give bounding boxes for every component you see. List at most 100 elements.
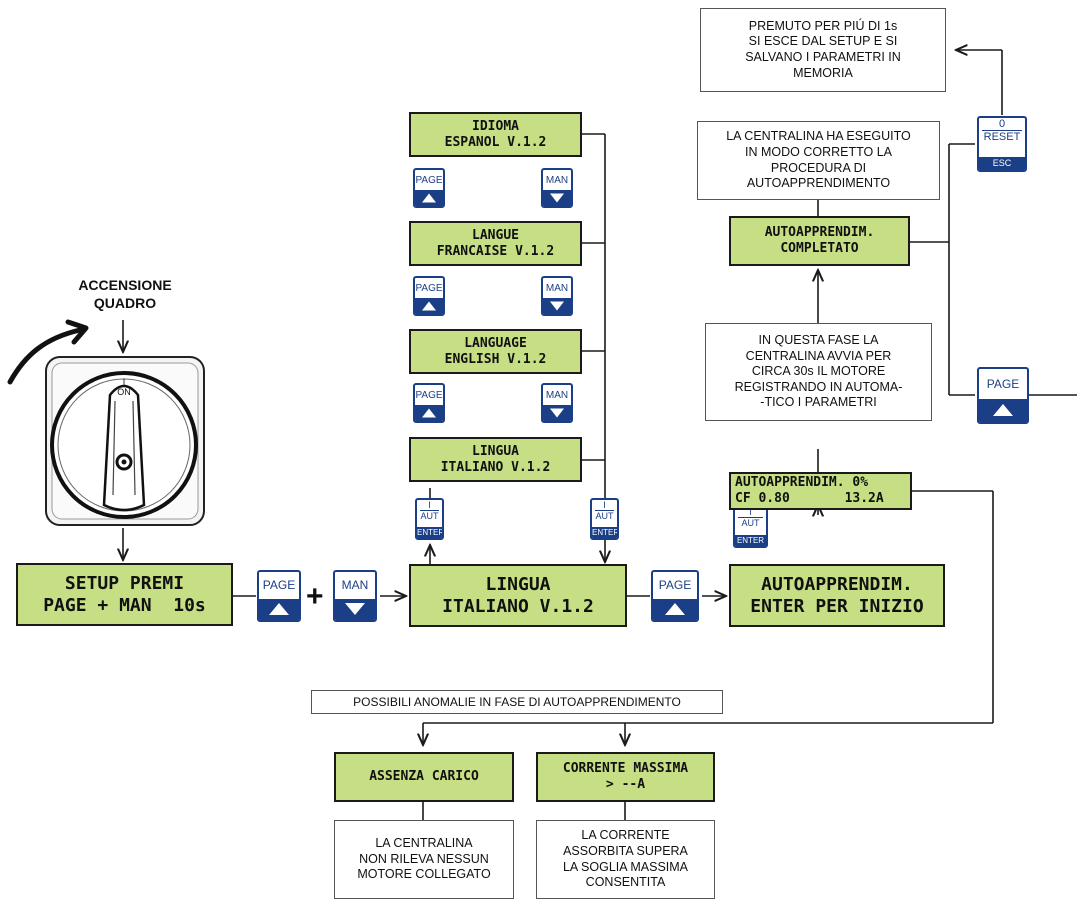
lcd-line: PAGE + MAN 10s (43, 594, 206, 616)
note-reset: PREMUTO PER PIÚ DI 1s SI ESCE DAL SETUP … (700, 8, 946, 92)
switch-label: ACCENSIONE QUADRO (60, 277, 190, 312)
lcd-line: ENGLISH V.1.2 (444, 351, 547, 367)
man-key-label: MAN (545, 282, 569, 294)
note-line: LA CORRENTE (581, 828, 670, 843)
lcd-line: ESPANOL V.1.2 (444, 134, 547, 150)
up-arrow-icon (415, 190, 443, 206)
man-key-label: MAN (545, 174, 569, 186)
enter-button-right[interactable]: I AUT ENTER (590, 498, 619, 540)
lcd-line: LANGUAGE (464, 335, 527, 351)
lcd-line: ENTER PER INIZIO (750, 595, 924, 617)
reset-key-mid: RESET (982, 130, 1022, 143)
note-line: PROCEDURA DI (770, 160, 867, 175)
page-key-label: PAGE (658, 578, 692, 593)
lcd-line: CORRENTE MASSIMA (562, 761, 689, 777)
page-button-2[interactable]: PAGE (651, 570, 699, 622)
page-button[interactable]: PAGE (257, 570, 301, 622)
note-line: NON RILEVA NESSUN (359, 851, 489, 866)
enter-button-autoapp[interactable]: I AUT ENTER (733, 505, 768, 548)
down-arrow-icon (543, 405, 571, 421)
reset-key-top: 0 (998, 118, 1006, 130)
note-line: REGISTRANDO IN AUTOMA- (734, 379, 903, 394)
reset-key-bottom: ESC (979, 157, 1025, 170)
lcd-line: SETUP PREMI (64, 572, 185, 594)
note-line: AUTOAPPRENDIMENTO (746, 176, 891, 191)
up-arrow-icon (415, 405, 443, 421)
note-done: LA CENTRALINA HA ESEGUITO IN MODO CORRET… (697, 121, 940, 200)
note-phase: IN QUESTA FASE LA CENTRALINA AVVIA PER C… (705, 323, 932, 421)
note-line: LA SOGLIA MASSIMA (562, 859, 689, 874)
lcd-line: AUTOAPPRENDIM. (761, 573, 913, 595)
note-overcurrent: LA CORRENTE ASSORBITA SUPERA LA SOGLIA M… (536, 820, 715, 899)
note-line: -TICO I PARAMETRI (760, 395, 877, 410)
lcd-langue: LANGUE FRANCAISE V.1.2 (409, 221, 582, 266)
page-button-es[interactable]: PAGE (413, 168, 445, 208)
lcd-setup: SETUP PREMI PAGE + MAN 10s (16, 563, 233, 626)
up-arrow-icon (979, 398, 1027, 422)
note-line: CENTRALINA AVVIA PER (745, 348, 892, 363)
enter-key-mid: AUT (738, 517, 763, 528)
lcd-lingua-small: LINGUA ITALIANO V.1.2 (409, 437, 582, 482)
enter-key-mid: AUT (420, 510, 439, 521)
man-key-label: MAN (545, 389, 569, 401)
note-line: LA CENTRALINA (375, 836, 473, 851)
lcd-line: LINGUA (485, 573, 551, 595)
switch-label-line1: ACCENSIONE (78, 277, 172, 293)
switch-dial-on: ON (117, 387, 131, 397)
lcd-line: LINGUA (472, 443, 519, 459)
man-button-en[interactable]: MAN (541, 383, 573, 423)
lcd-line: LANGUE (472, 227, 519, 243)
page-key-label: PAGE (415, 174, 443, 186)
page-button-en[interactable]: PAGE (413, 383, 445, 423)
note-line: CONSENTITA (585, 875, 666, 890)
lcd-autoapp-start: AUTOAPPRENDIM. ENTER PER INIZIO (729, 564, 945, 627)
lcd-autoapp-done: AUTOAPPRENDIM. COMPLETATO (729, 216, 910, 266)
lcd-assenza: ASSENZA CARICO (334, 752, 514, 802)
lcd-line: ITALIANO V.1.2 (440, 459, 551, 475)
lcd-line: CF 0.80 13.2A (735, 491, 884, 506)
enter-key-mid: AUT (595, 510, 614, 521)
down-arrow-icon (543, 298, 571, 314)
note-line: SALVANO I PARAMETRI IN (745, 50, 901, 64)
note-line: MOTORE COLLEGATO (357, 867, 491, 882)
reset-button[interactable]: 0 RESET ESC (977, 116, 1027, 172)
up-arrow-icon (259, 598, 299, 620)
enter-key-bottom: ENTER (592, 527, 619, 538)
man-button[interactable]: MAN (333, 570, 377, 622)
lcd-line: > --A (605, 777, 646, 792)
enter-key-top: I (428, 500, 431, 510)
lcd-autoapp-progress: AUTOAPPRENDIM. 0% CF 0.80 13.2A (729, 472, 912, 510)
rotate-arrow (7, 327, 83, 385)
lcd-line: FRANCAISE V.1.2 (436, 243, 555, 259)
main-switch[interactable] (44, 355, 206, 527)
down-arrow-icon (335, 598, 375, 620)
lcd-corrente: CORRENTE MASSIMA > --A (536, 752, 715, 802)
man-button-es[interactable]: MAN (541, 168, 573, 208)
plus-sign: + (306, 580, 324, 613)
up-arrow-icon (653, 598, 697, 620)
enter-key-bottom: ENTER (735, 535, 766, 546)
note-line: MEMORIA (793, 65, 853, 80)
lcd-language: LANGUAGE ENGLISH V.1.2 (409, 329, 582, 374)
lcd-line: COMPLETATO (780, 241, 859, 256)
page-key-label: PAGE (986, 376, 1020, 391)
up-arrow-icon (415, 298, 443, 314)
note-line: IN QUESTA FASE LA (758, 332, 879, 347)
man-button-fr[interactable]: MAN (541, 276, 573, 316)
lcd-lingua-main: LINGUA ITALIANO V.1.2 (409, 564, 627, 627)
note-line: ASSORBITA SUPERA (563, 843, 688, 858)
note-line: LA CENTRALINA HA ESEGUITO (726, 129, 911, 144)
enter-button-left[interactable]: I AUT ENTER (415, 498, 444, 540)
switch-label-line2: QUADRO (93, 294, 157, 311)
note-line: CIRCA 30s IL MOTORE (751, 364, 886, 379)
page-button-right[interactable]: PAGE (977, 367, 1029, 424)
lcd-line: ASSENZA CARICO (369, 769, 479, 785)
lcd-idioma: IDIOMA ESPANOL V.1.2 (409, 112, 582, 157)
note-line: SI ESCE DAL SETUP E SI (748, 34, 898, 49)
note-line: PREMUTO PER PIÚ DI 1s (748, 18, 898, 33)
page-button-fr[interactable]: PAGE (413, 276, 445, 316)
note-line: IN MODO CORRETTO LA (744, 144, 892, 159)
enter-key-bottom: ENTER (417, 527, 444, 538)
